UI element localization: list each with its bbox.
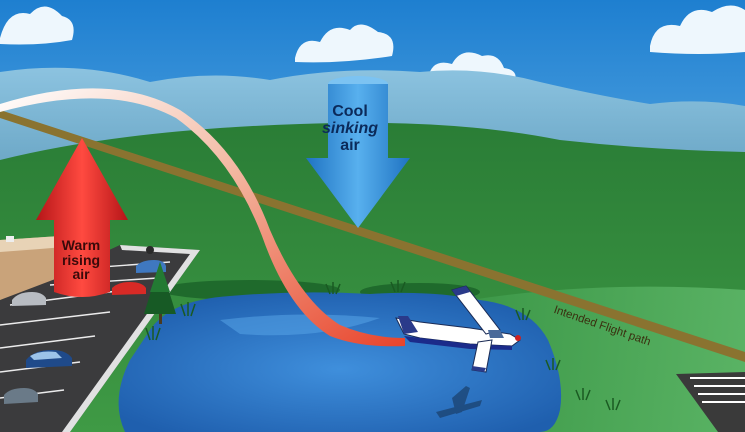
clouds <box>0 5 745 86</box>
cool-label-line-1: Cool <box>332 103 368 120</box>
warm-label-line-2: rising <box>61 251 101 268</box>
airplane <box>395 285 521 373</box>
intended-flight-path-line <box>0 110 745 362</box>
flight-trail <box>0 88 405 347</box>
cool-sinking-air-label: Cool sinking air <box>320 103 380 154</box>
lake-glint <box>220 314 380 336</box>
warm-rising-air-label: Warm rising air <box>48 238 114 282</box>
runway <box>676 372 745 432</box>
warm-label-line-1: Warm <box>61 237 101 253</box>
parked-cars <box>4 246 166 404</box>
warm-label-line-3: air <box>72 266 90 283</box>
cool-label-line-3: air <box>340 136 360 154</box>
cool-sinking-air-arrow <box>306 76 410 228</box>
airplane-shadow <box>436 386 482 418</box>
warm-rising-air-arrow <box>36 138 128 297</box>
grass-tufts <box>145 280 621 411</box>
cool-label-line-2: sinking <box>321 119 378 137</box>
pine-tree <box>144 262 176 324</box>
lake <box>118 292 562 432</box>
